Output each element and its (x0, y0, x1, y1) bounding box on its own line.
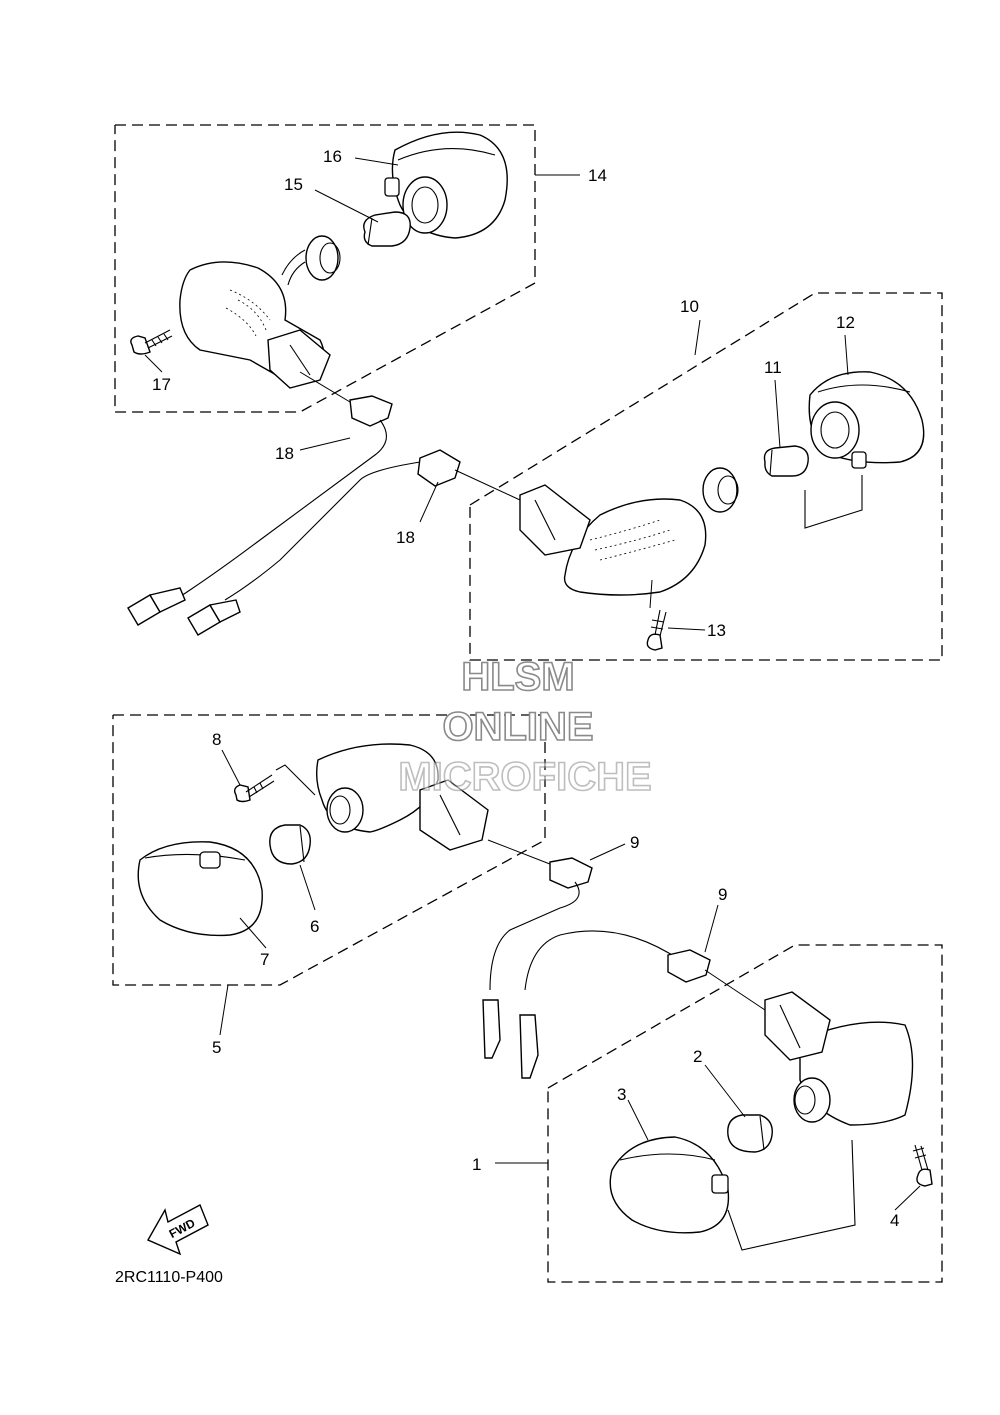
watermark: HLSM ONLINE MICROFICHE (398, 654, 653, 800)
lens-part-16 (384, 131, 508, 239)
assembly-14-boundary (114, 124, 536, 413)
callout-3: 3 (617, 1085, 626, 1104)
assembly-1-boundary (547, 944, 943, 1283)
screw-part-4 (912, 1144, 933, 1187)
callout-9-upper: 9 (630, 833, 639, 852)
socket-assy-1 (793, 1077, 831, 1123)
socket-assy-5 (326, 787, 364, 833)
lens-part-12 (808, 371, 925, 469)
bulb-part-11 (763, 445, 809, 477)
bullet-connector-right (187, 599, 241, 636)
bulb-part-2 (727, 1114, 773, 1153)
forward-direction-indicator: FWD (147, 1204, 209, 1256)
callout-8: 8 (212, 730, 221, 749)
grommet-part-9-upper (549, 857, 593, 889)
callout-labels: 16 15 14 17 18 18 10 12 11 13 8 9 6 7 5 … (152, 147, 899, 1230)
callout-18-upper: 18 (275, 444, 294, 463)
assembly-10-boundary (469, 292, 943, 661)
callout-13: 13 (707, 621, 726, 640)
watermark-line-2: ONLINE (442, 705, 593, 749)
watermark-line-3: MICROFICHE (398, 755, 651, 799)
bulb-part-15 (363, 211, 411, 247)
screw-part-8 (233, 774, 275, 803)
wiring-harness-lower (482, 904, 766, 1079)
callout-17: 17 (152, 375, 171, 394)
socket-assy-10 (702, 467, 738, 513)
screw-part-13 (646, 609, 667, 651)
bullet-connector-lower-right (519, 1014, 539, 1079)
grommet-part-9-lower (667, 949, 711, 983)
wiring-harness-upper (127, 371, 521, 636)
assembly-14-rear-left-flasher (114, 124, 580, 413)
bulb-part-6 (269, 824, 311, 865)
callout-14: 14 (588, 166, 607, 185)
bullet-connector-lower-left (482, 999, 501, 1059)
lens-part-7 (137, 841, 263, 937)
callout-16: 16 (323, 147, 342, 166)
housing-part-14 (179, 261, 331, 389)
callout-7: 7 (260, 950, 269, 969)
housing-part-1 (764, 991, 914, 1126)
housing-part-10 (519, 484, 707, 596)
socket-assy-14 (281, 235, 341, 286)
callout-9-lower: 9 (718, 885, 727, 904)
bullet-connector-left (127, 587, 186, 626)
assembly-5-front-left-flasher (112, 714, 681, 1036)
callout-6: 6 (310, 917, 319, 936)
callout-4: 4 (890, 1211, 899, 1230)
callout-18-lower: 18 (396, 528, 415, 547)
callout-1: 1 (472, 1155, 481, 1174)
callout-5: 5 (212, 1038, 221, 1057)
assembly-10-rear-right-flasher (469, 292, 943, 661)
callout-12: 12 (836, 313, 855, 332)
callout-11: 11 (764, 358, 782, 377)
callout-10: 10 (680, 297, 699, 316)
callout-2: 2 (693, 1047, 702, 1066)
assembly-1-front-right-flasher (495, 944, 943, 1283)
screw-part-17 (130, 329, 173, 355)
diagram-code: 2RC1110-P400 (115, 1269, 223, 1286)
callout-15: 15 (284, 175, 303, 194)
watermark-line-1: HLSM (461, 655, 574, 699)
lens-part-3 (609, 1136, 730, 1234)
assembly-5-boundary (112, 714, 546, 986)
